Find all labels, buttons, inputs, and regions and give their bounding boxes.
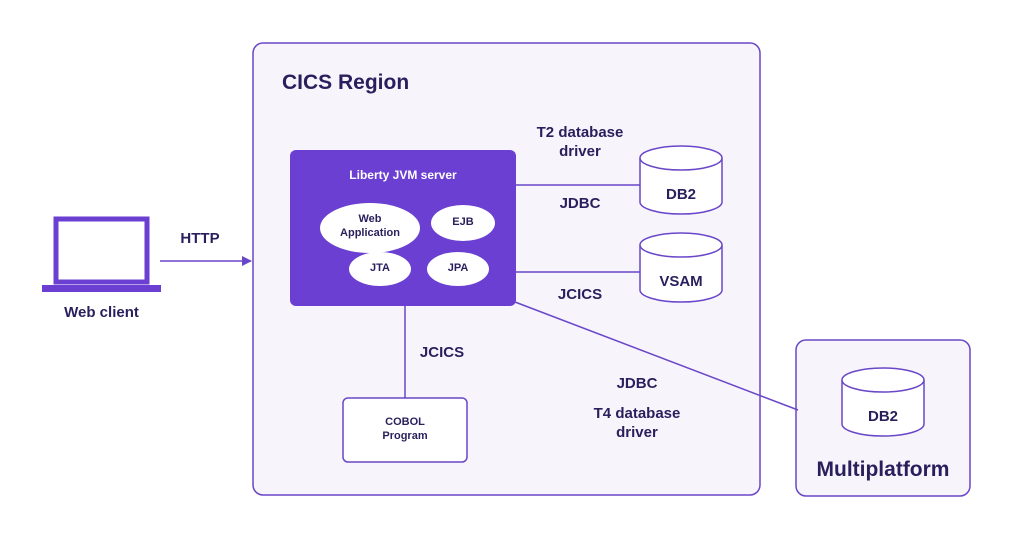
jpa-label: JPA <box>447 262 469 274</box>
jcics-right-label: JCICS <box>557 286 603 303</box>
ejb-ellipse <box>431 205 495 241</box>
db2-local-label: DB2 <box>665 186 696 203</box>
vsam-label: VSAM <box>659 273 703 290</box>
db2-remote-label: DB2 <box>867 408 898 425</box>
cics-region-title: CICS Region <box>282 71 410 94</box>
db2-remote-cylinder-icon <box>841 367 925 437</box>
http-label: HTTP <box>180 230 220 247</box>
web-application-ellipse <box>320 203 420 253</box>
jta-label: JTA <box>370 262 390 274</box>
jpa-ellipse <box>427 252 489 286</box>
laptop-icon <box>42 216 161 292</box>
jcics-down-label: JCICS <box>419 344 465 361</box>
jvm-server-title: Liberty JVM server <box>349 168 457 182</box>
t2-driver-label: T2 database driver <box>536 124 624 160</box>
jdbc-remote-connector-line <box>514 301 799 411</box>
jta-ellipse <box>349 252 411 286</box>
web-client-label: Web client <box>64 304 139 321</box>
jdbc-top-label: JDBC <box>559 195 601 212</box>
cobol-program-box <box>342 397 468 463</box>
cobol-program-label: COBOL Program <box>382 416 428 442</box>
jdbc-remote-label: JDBC <box>616 375 658 392</box>
web-application-label: Web Application <box>340 213 400 239</box>
vsam-cylinder-icon <box>639 232 723 303</box>
multiplatform-label: Multiplatform <box>816 458 950 481</box>
db2-local-cylinder-icon <box>639 145 723 215</box>
ejb-label: EJB <box>452 216 474 228</box>
t4-driver-label: T4 database driver <box>593 405 681 441</box>
